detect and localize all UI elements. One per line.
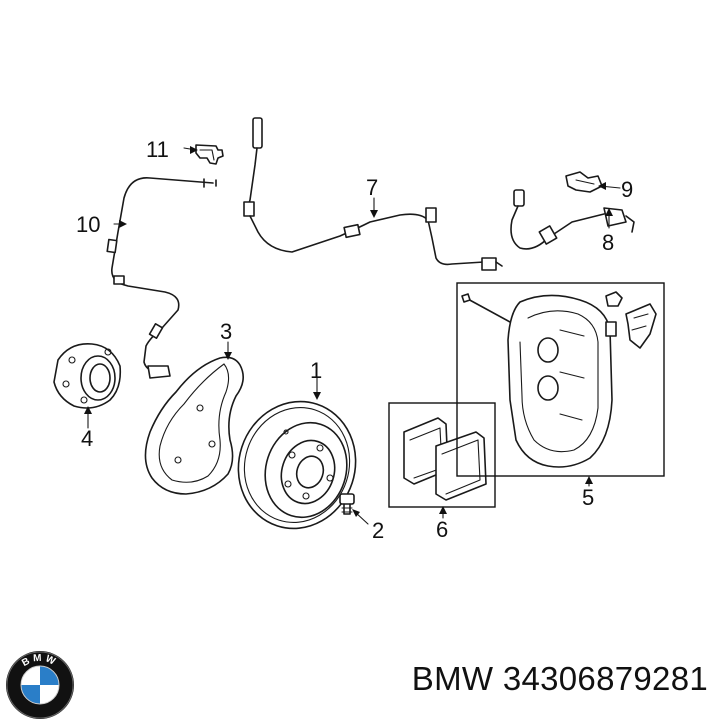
part-9-clip	[565, 171, 603, 193]
part-number: 34306879281	[502, 660, 708, 697]
part-6-brake-pad-set	[388, 402, 496, 508]
callout-1: 1	[310, 358, 322, 383]
part-1-brake-disc	[237, 400, 357, 530]
bmw-logo: BMW	[6, 651, 74, 719]
svg-text:BMW: BMW	[20, 653, 59, 669]
callout-8: 8	[602, 230, 614, 255]
callout-7: 7	[366, 175, 378, 200]
callout-3: 3	[220, 319, 232, 344]
callout-9: 9	[621, 177, 633, 202]
callout-4: 4	[81, 426, 93, 451]
part-2-screw	[339, 493, 355, 515]
part-3-dust-shield	[144, 356, 244, 495]
part-number-caption: BMW 34306879281	[412, 660, 708, 698]
callout-5: 5	[582, 485, 594, 510]
callout-6: 6	[436, 517, 448, 542]
part-10-sensor-cable	[106, 177, 217, 379]
part-5-brake-caliper	[456, 282, 665, 477]
brand-name: BMW	[411, 660, 494, 697]
part-4-wheel-hub	[53, 343, 122, 409]
callout-leaders	[84, 146, 621, 525]
part-11-clip	[195, 144, 224, 165]
callout-11: 11	[146, 137, 169, 162]
part-8-sensor-cable	[510, 189, 635, 250]
bmw-logo-text: BMW	[20, 653, 56, 669]
part-7-wear-sensor	[243, 117, 503, 271]
callout-10: 10	[76, 212, 100, 237]
callout-2: 2	[372, 518, 384, 543]
